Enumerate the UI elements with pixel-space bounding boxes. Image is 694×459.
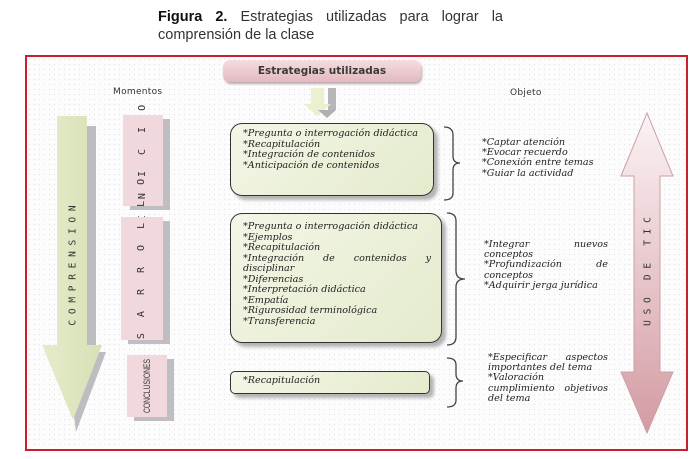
figure-caption: Figura 2. Estrategias utilizadas para lo… bbox=[158, 8, 503, 44]
strategy-item: *Recapitulación bbox=[243, 375, 321, 386]
strategies-header: Estrategias utilizadas bbox=[223, 60, 421, 82]
strategy-item: *Integración de contenidos y disciplinar bbox=[243, 252, 431, 274]
strategies-conclusiones: *Recapitulación bbox=[230, 371, 430, 394]
strategies-header-label: Estrategias utilizadas bbox=[257, 65, 387, 77]
strategy-item: *Recapitulación bbox=[243, 138, 321, 150]
strategies-desarrollo: *Pregunta o interrogación didáctica *Eje… bbox=[230, 213, 442, 343]
moment-desarrollo: D E S A R R O L L O bbox=[121, 174, 163, 383]
strategy-item: *Rigurosidad terminológica bbox=[243, 305, 378, 316]
uso-tic-double-arrow-icon bbox=[620, 111, 674, 435]
moment-desarrollo-label: D E S A R R O L L O bbox=[136, 173, 148, 384]
object-column-label: Objeto bbox=[510, 88, 542, 98]
comprension-down-arrow-icon bbox=[42, 116, 106, 432]
objective-item: *Adquirir jerga jurídica bbox=[484, 279, 598, 291]
brace-inicio-icon bbox=[443, 126, 461, 201]
objective-item: *Integrar nuevos conceptos bbox=[484, 239, 608, 261]
objective-item: *Especificar aspectos importantes del te… bbox=[488, 352, 608, 374]
objectives-inicio: *Captar atención *Evocar recuerdo *Conex… bbox=[482, 137, 606, 179]
strategy-item: *Pregunta o interrogación didáctica bbox=[243, 221, 418, 232]
objective-item: *Conexión entre temas bbox=[482, 157, 594, 169]
objective-item: *Guiar la actividad bbox=[482, 167, 574, 179]
strategy-item: *Recapitulación bbox=[243, 242, 321, 253]
moments-column-label: Momentos bbox=[113, 87, 163, 97]
objective-item: *Evocar recuerdo bbox=[482, 147, 568, 159]
objective-item: *Valoración cumplimiento objetivos del t… bbox=[488, 372, 608, 404]
strategies-inicio: *Pregunta o interrogación didáctica *Rec… bbox=[230, 123, 434, 196]
strategy-item: *Integración de contenidos bbox=[243, 149, 376, 160]
objectives-conclusiones: *Especificar aspectos importantes del te… bbox=[488, 352, 608, 404]
objective-item: *Profundización de conceptos bbox=[484, 259, 608, 281]
strategy-item: *Ejemplos bbox=[243, 231, 293, 243]
strategy-item: *Interpretación didáctica bbox=[243, 284, 366, 295]
objective-item: *Captar atención bbox=[482, 137, 566, 148]
strategy-item: *Diferencias bbox=[243, 273, 304, 285]
strategy-item: *Anticipación de contenidos bbox=[243, 159, 380, 171]
moment-conclusiones: CONCLUSIONES bbox=[127, 355, 167, 417]
brace-desarrollo-icon bbox=[446, 212, 466, 346]
header-down-arrow-icon bbox=[304, 88, 336, 118]
figure-caption-text: Estrategias utilizadas para lograr la co… bbox=[158, 9, 503, 43]
moment-inicio: I N I C I O bbox=[123, 100, 163, 221]
objectives-desarrollo: *Integrar nuevos conceptos *Profundizaci… bbox=[484, 239, 608, 291]
strategy-item: *Transferencia bbox=[243, 315, 316, 327]
comprension-label: C O M P R E N S I O N bbox=[67, 205, 79, 326]
figure-label: Figura 2. bbox=[158, 9, 228, 25]
strategy-item: *Empatía bbox=[243, 294, 289, 306]
uso-tic-label: U S O D E T I C bbox=[642, 217, 654, 326]
brace-conclusiones-icon bbox=[446, 357, 464, 408]
strategy-item: *Pregunta o interrogación didáctica bbox=[243, 128, 418, 139]
moment-conclusiones-label: CONCLUSIONES bbox=[142, 358, 153, 414]
